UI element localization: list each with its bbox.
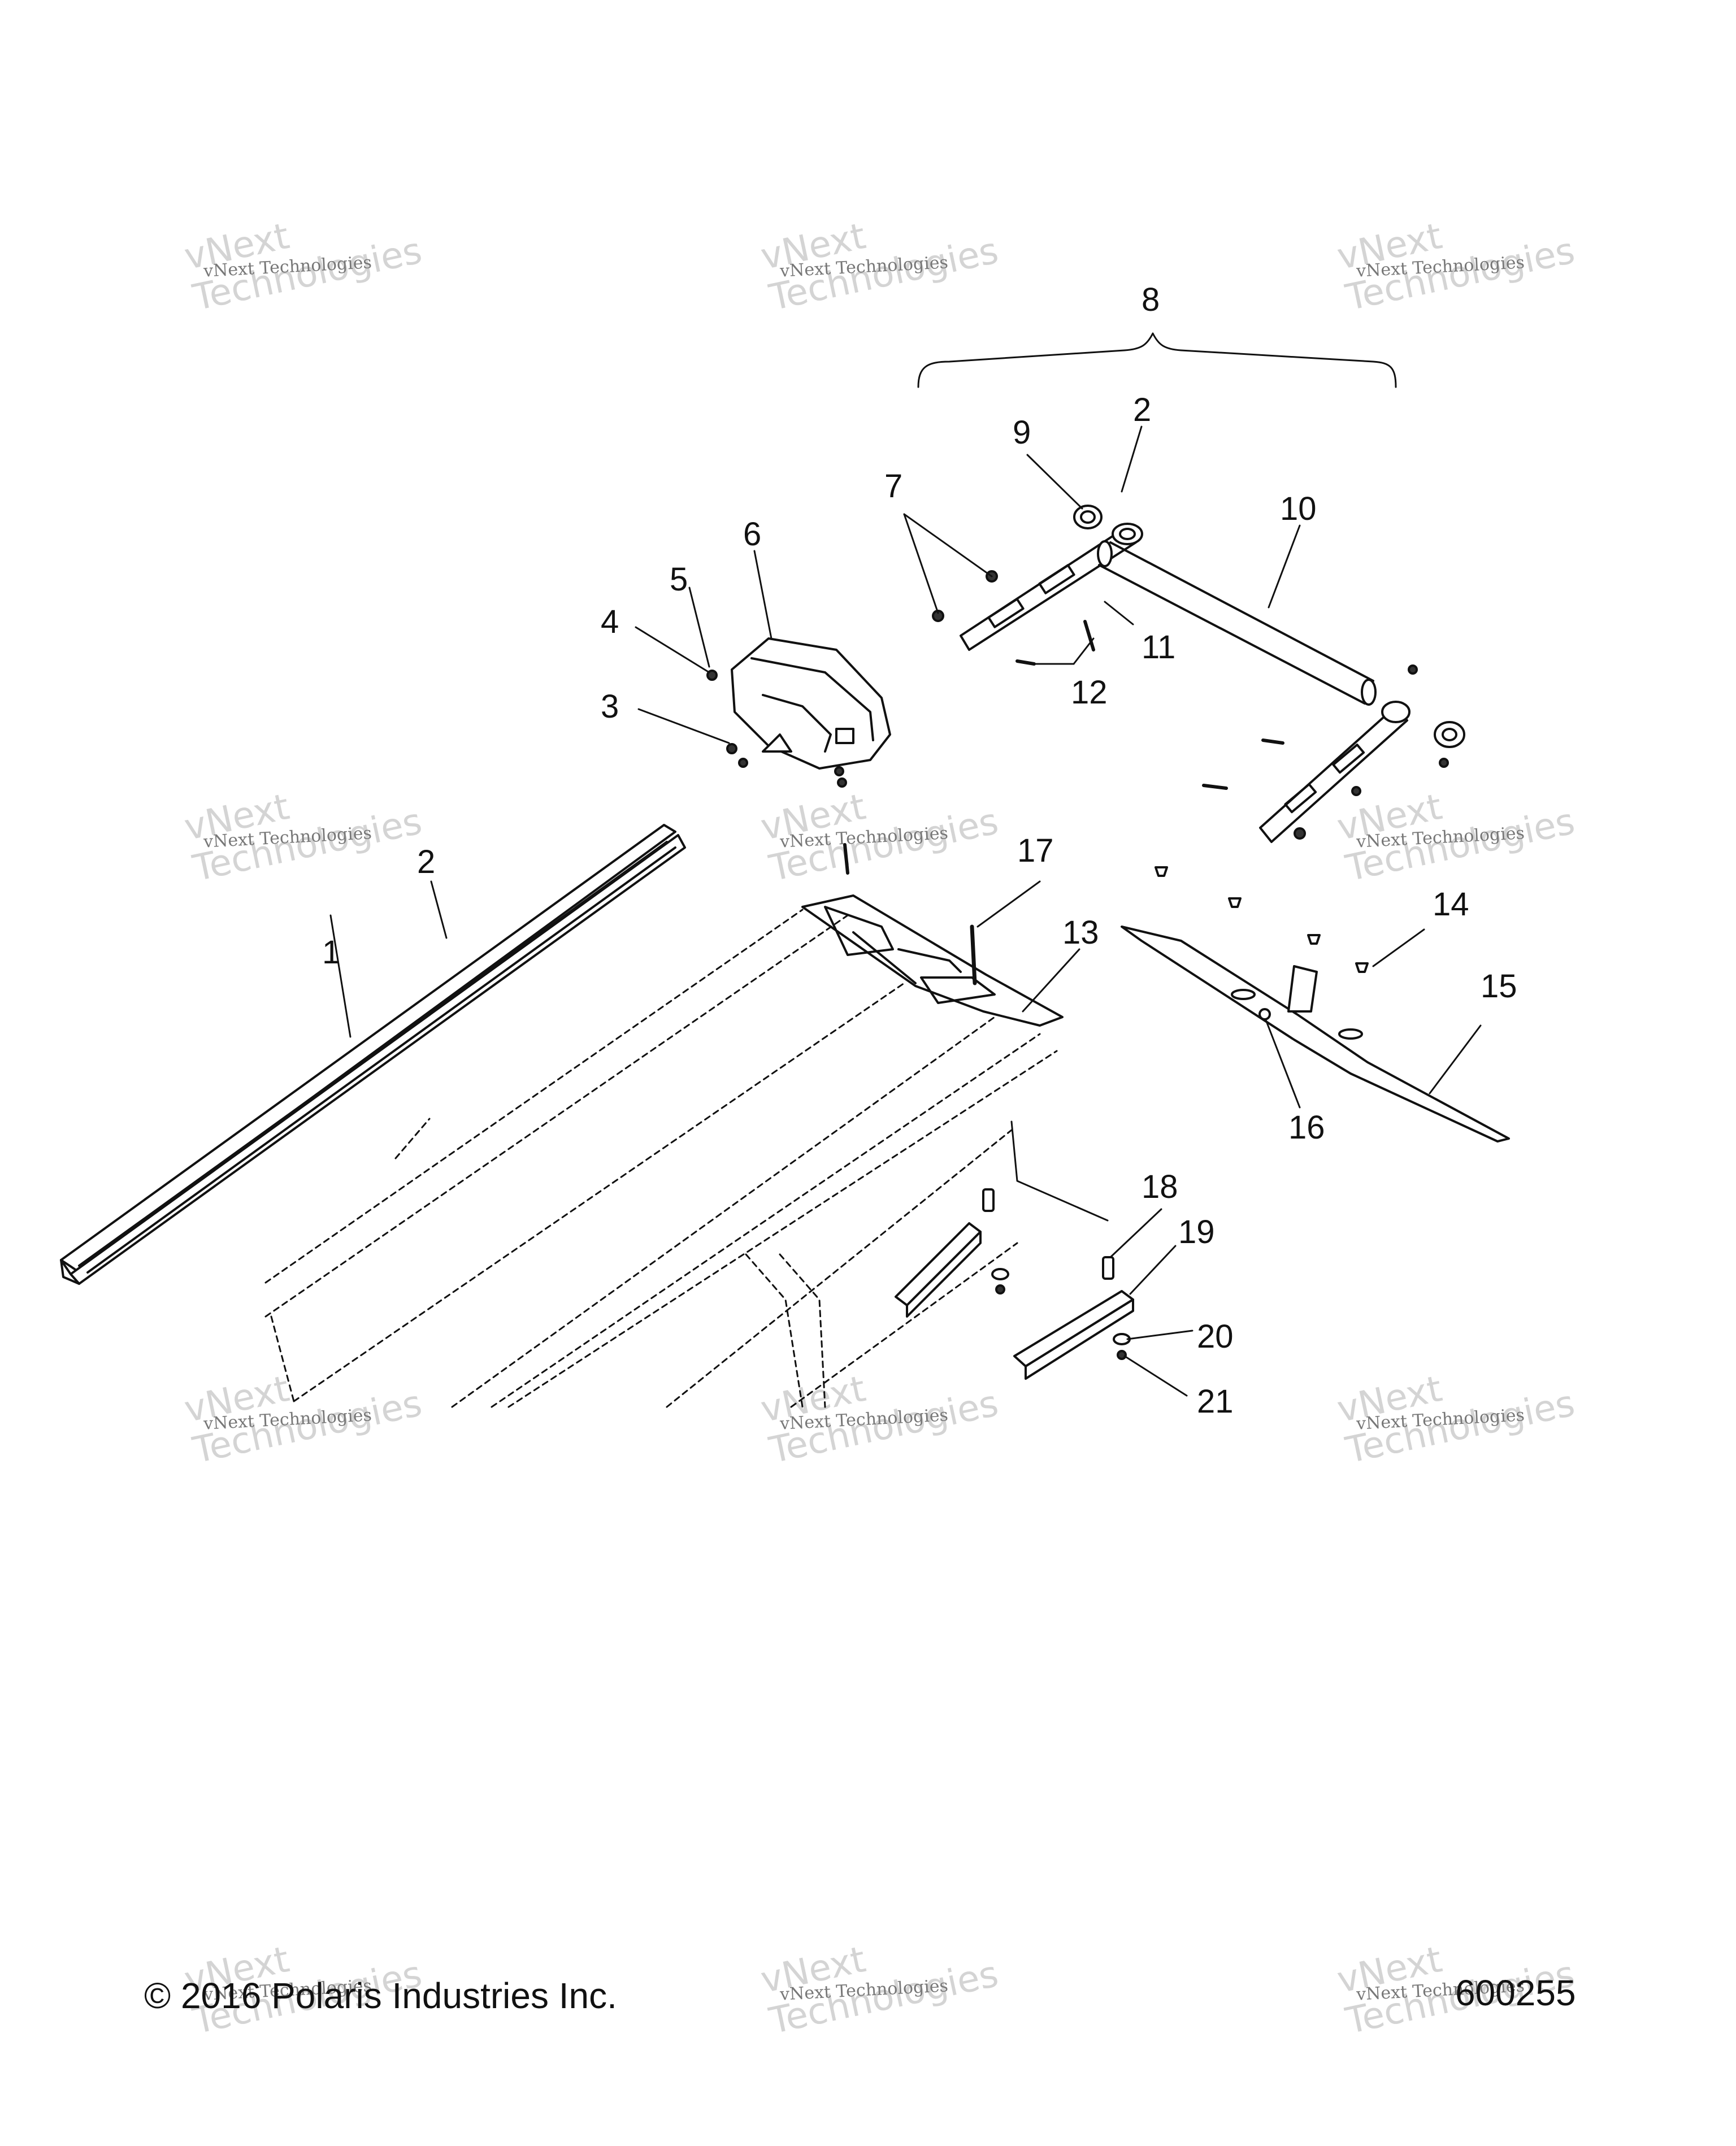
callout-1: 1 bbox=[322, 934, 340, 971]
callout-labels: 1 2 3 4 5 6 7 8 9 2 10 11 12 13 14 15 16… bbox=[322, 281, 1517, 1420]
arm-part bbox=[960, 523, 1410, 843]
callout-11: 11 bbox=[1142, 629, 1175, 666]
callout-5: 5 bbox=[670, 561, 688, 598]
callout-14: 14 bbox=[1433, 886, 1469, 923]
callout-12: 12 bbox=[1071, 674, 1108, 711]
callout-19: 19 bbox=[1178, 1214, 1215, 1250]
bar-fasteners bbox=[1155, 866, 1369, 1020]
callout-6: 6 bbox=[743, 516, 761, 553]
callout-3: 3 bbox=[601, 688, 619, 725]
tunnel-outline bbox=[264, 909, 1058, 1408]
cover-bracket-part bbox=[731, 637, 891, 770]
tube-part bbox=[1097, 540, 1377, 706]
chassis-plate-part bbox=[801, 843, 1064, 1027]
callout-2b: 2 bbox=[1133, 392, 1151, 428]
copyright-text: © 2016 Polaris Industries Inc. bbox=[144, 1975, 617, 2016]
callout-13: 13 bbox=[1062, 914, 1099, 951]
callout-21: 21 bbox=[1197, 1383, 1234, 1420]
callout-15: 15 bbox=[1481, 968, 1517, 1005]
diagram-number: 600255 bbox=[1455, 1973, 1576, 2013]
lower-bar-part bbox=[1121, 926, 1510, 1142]
small-fasteners bbox=[706, 670, 847, 788]
callout-7: 7 bbox=[884, 468, 902, 505]
pins-washers bbox=[982, 1188, 1131, 1360]
bushing-part bbox=[1073, 505, 1465, 748]
callout-9: 9 bbox=[1013, 414, 1031, 451]
callout-16: 16 bbox=[1288, 1109, 1325, 1146]
leader-lines bbox=[329, 332, 1482, 1397]
callout-20: 20 bbox=[1197, 1318, 1234, 1355]
rail-part bbox=[60, 824, 686, 1285]
callout-8: 8 bbox=[1142, 281, 1160, 318]
callout-2: 2 bbox=[417, 844, 435, 880]
callout-10: 10 bbox=[1280, 490, 1317, 527]
slider-block-part bbox=[895, 1222, 1134, 1380]
callout-17: 17 bbox=[1017, 832, 1054, 869]
callout-18: 18 bbox=[1142, 1168, 1178, 1205]
callout-4: 4 bbox=[601, 603, 619, 640]
